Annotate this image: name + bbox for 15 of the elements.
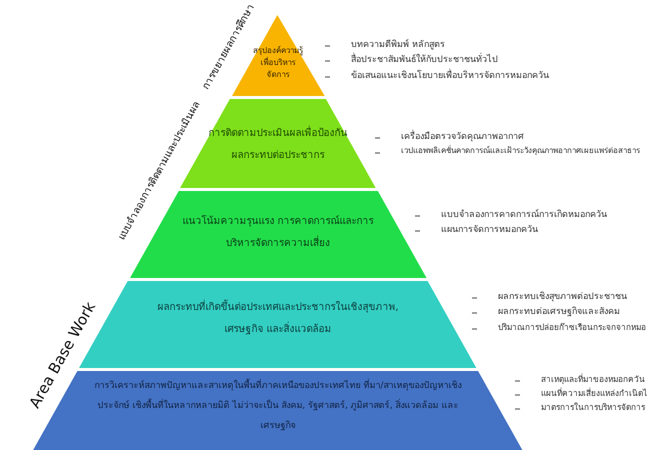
bullet-item: ผลกระทบเชิงสุขภาพต่อประชาชน — [472, 290, 627, 304]
bullet-item: ผลกระทบต่อเศรษฐกิจและสังคม — [472, 305, 620, 320]
bullet-item: เวปแอพพลิเคชั่นคาดการณ์และเฝ้าระวังคุณภาพอากาศเผยแพร่ต่อสาธาร — [375, 145, 640, 158]
bullet-item: แผนการจัดการหมอกควัน — [415, 223, 538, 238]
bullet-item: แบบจำลองการคาดการณ์การเกิดหมอกควัน — [415, 208, 607, 222]
bullet-item: สาเหตุและที่มาของหมอกควัน — [515, 373, 645, 386]
tier-text: ผลกระทบที่เกิดขึ้นต่อประเทศและประชากรในเชิงสุขภาพ, เศรษฐกิจ และสิ่งแวดล้อม — [152, 297, 403, 341]
bullet-item: ปริมาณการปล่อยก๊าซเรือนกระจกจากหมอ — [472, 320, 646, 334]
bullet-item: บทความตีพิมพ์ หลักสูตร — [325, 38, 445, 52]
tier-text: การวิเคราะห์สภาพปัญหาและสาเหตุในพื้นที่ภาคเหนือของประเทศไทย ที่มา/สาเหตุของปัญหาเชิงประจักษ์ เชิงพื้นที่ในหลากหลายมิติ ไม่ว่าจะเป็น สังคม, รัฐศาสตร์, ภูมิศาสตร์, สิ่งแวดล้อม และเศรษฐกิจ — [82, 377, 473, 436]
bullet-item: แผนที่ความเสี่ยงแหล่งกำเนิดไ — [515, 387, 647, 400]
bullet-item: เครื่องมือตรวจวัดคุณภาพอากาศ — [375, 130, 524, 144]
bullet-item: มาตรการในการบริหารจัดการ — [515, 401, 645, 415]
bullet-item: ข้อเสนอแนะเชิงนโยบายเพื่อบริหารจัดการหมอกควัน — [325, 68, 549, 84]
bullet-item: สื่อประชาสัมพันธ์ให้กับประชาชนทั่วไป — [325, 53, 498, 68]
